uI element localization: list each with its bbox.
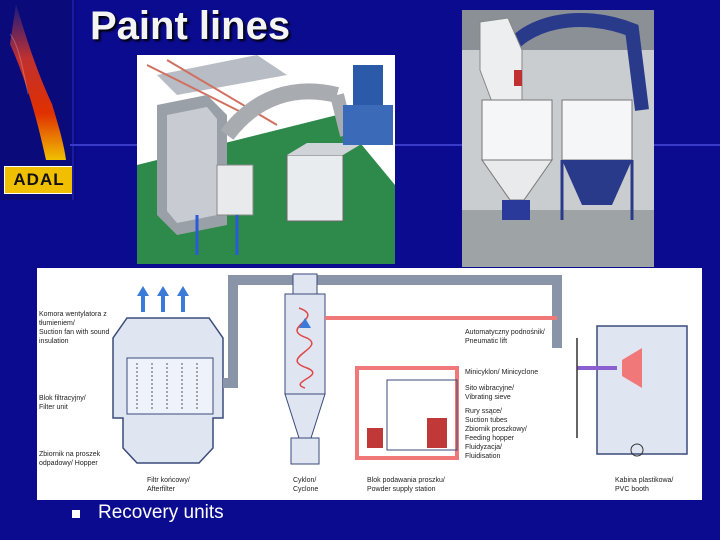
label-hopper-2: odpadowy/ Hopper	[39, 460, 98, 467]
label-powder-station-1: Blok podawania proszku/	[367, 477, 445, 484]
label-feeding-hopper-1: Zbiornik proszkowy/	[465, 426, 527, 433]
adal-logo: ADAL	[4, 166, 74, 194]
label-afterfilter-1: Filtr końcowy/	[147, 477, 190, 484]
label-afterfilter-2: Afterfilter	[147, 486, 176, 493]
recovery-unit-schematic: Komora wentylatora z tłumieniem/ Suction…	[37, 268, 702, 500]
label-minicyclone: Minicyklon/ Minicyclone	[465, 369, 538, 376]
sidebar-decoration: ADAL	[0, 0, 76, 200]
label-vibrating-sieve-2: Vibrating sieve	[465, 394, 511, 401]
flame-graphic	[9, 4, 66, 160]
label-suction-fan-3: Suction fan with sound	[39, 329, 110, 336]
label-feeding-hopper-2: Feeding hopper	[465, 435, 515, 442]
label-pneumatic-lift-2: Pneumatic lift	[465, 338, 507, 345]
label-fluidisation-1: Fluidyzacja/	[465, 444, 502, 451]
exhaust-arrows	[137, 286, 189, 312]
label-suction-fan-1: Komora wentylatora z	[39, 311, 107, 318]
label-pvc-booth-2: PVC booth	[615, 486, 649, 493]
label-suction-fan-2: tłumieniem/	[39, 320, 75, 327]
label-suction-tubes-1: Rury ssące/	[465, 408, 502, 415]
label-pvc-booth-1: Kabina plastikowa/	[615, 477, 673, 484]
label-powder-station-2: Powder supply station	[367, 486, 436, 493]
paint-line-render-image	[137, 55, 395, 264]
label-filter-unit-2: Filter unit	[39, 404, 68, 411]
label-suction-tubes-2: Suction tubes	[465, 417, 508, 424]
bullet-square-icon	[72, 510, 80, 518]
label-hopper-1: Zbiornik na proszek	[39, 451, 101, 458]
logo-text: ADAL	[13, 170, 65, 189]
bullet-recovery-units: Recovery units	[98, 502, 224, 523]
cyclone-installation-photo	[462, 10, 654, 267]
horizontal-divider	[70, 144, 720, 146]
label-pneumatic-lift-1: Automatyczny podnośnik/	[465, 329, 545, 336]
label-filter-unit-1: Blok filtracyjny/	[39, 395, 86, 402]
label-cyclone-2: Cyclone	[293, 486, 318, 493]
label-fluidisation-2: Fluidisation	[465, 453, 501, 460]
label-cyclone-1: Cyklon/	[293, 477, 316, 484]
page-title: Paint lines	[90, 4, 291, 48]
sidebar-divider	[72, 0, 74, 200]
label-vibrating-sieve-1: Sito wibracyjne/	[465, 385, 514, 392]
label-suction-fan-4: insulation	[39, 338, 69, 345]
